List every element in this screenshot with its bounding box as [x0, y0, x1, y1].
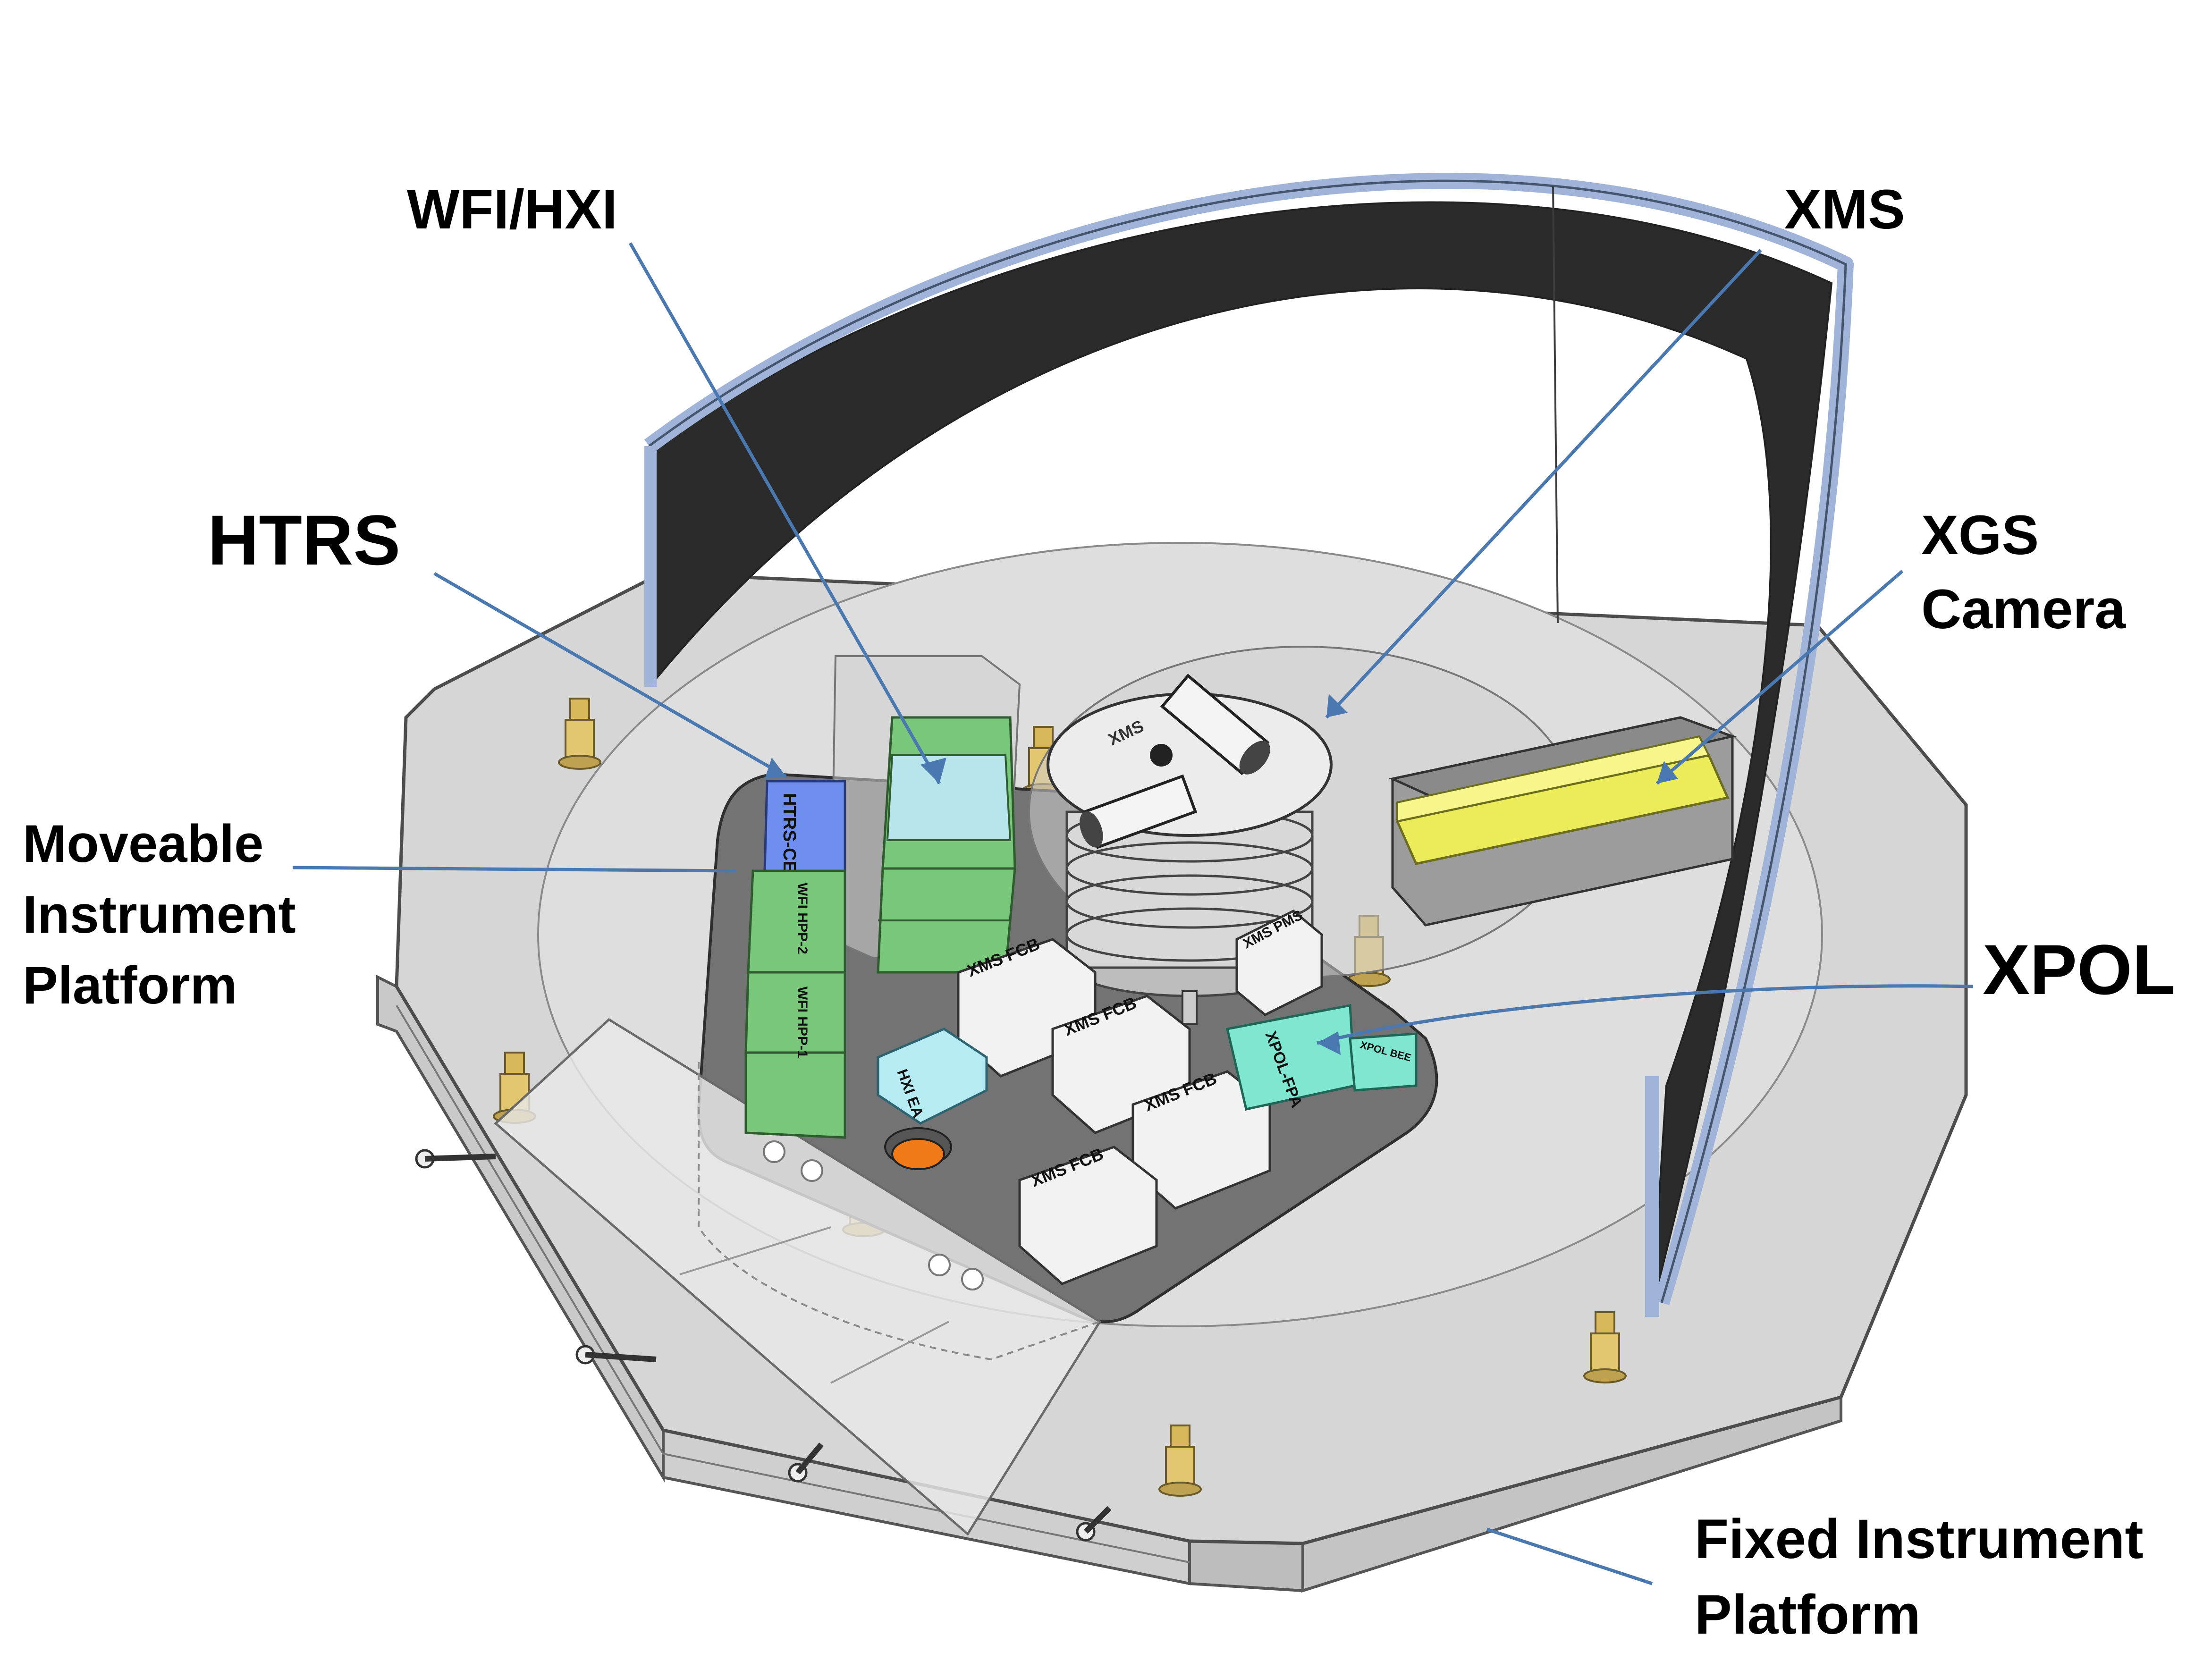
- wfi-hxi-stack: [877, 716, 1016, 974]
- label-htrs: HTRS: [208, 500, 401, 580]
- mounting-bolt: [1583, 1311, 1627, 1383]
- label-moveable-line1: Moveable: [23, 814, 264, 873]
- label-moveable-line3: Platform: [23, 956, 237, 1015]
- label-fixed-line1: Fixed Instrument: [1695, 1508, 2144, 1570]
- xpol-boxes: XPOL-FPA XPOL BEE: [1225, 1004, 1418, 1111]
- wfi-hxi-leader: [628, 242, 941, 784]
- xgs-leader: [1655, 570, 1904, 785]
- fixed-leader: [1486, 1527, 1653, 1585]
- label-moveable-line2: Instrument: [23, 885, 296, 944]
- orange-port: [884, 1127, 952, 1170]
- leader-lines: [292, 242, 1974, 1585]
- leader-arrowheads: [765, 694, 1678, 1055]
- wfi-hpp1-label: WFI HPP-1: [794, 986, 810, 1058]
- sun-shroud: [644, 173, 1854, 1317]
- wfi-hpp2-label: WFI HPP-2: [794, 883, 810, 954]
- label-xms: XMS: [1784, 178, 1905, 241]
- label-xgs-camera-line2: Camera: [1921, 578, 2126, 641]
- xpol-leader: [1317, 984, 1974, 1045]
- label-xgs-camera-line1: XGS: [1921, 504, 2039, 566]
- hxi-ea-box: HXI EA: [877, 1028, 988, 1125]
- moveable-leader: [292, 866, 737, 873]
- mounting-bolt: [1158, 1425, 1202, 1497]
- wfi-hpp-boxes: WFI HPP-2 WFI HPP-1: [744, 869, 846, 1139]
- xgs-camera: [1389, 716, 1737, 927]
- label-fixed-line2: Platform: [1695, 1584, 1921, 1646]
- label-xpol: XPOL: [1983, 930, 2176, 1009]
- htrs-leader: [433, 572, 787, 778]
- translucent-radiator-panel: [494, 1018, 1102, 1536]
- xms-leader: [1325, 249, 1762, 719]
- side-screw: [415, 1149, 1112, 1542]
- label-wfi-hxi: WFI/HXI: [407, 178, 617, 241]
- mounting-bolt: [558, 698, 601, 770]
